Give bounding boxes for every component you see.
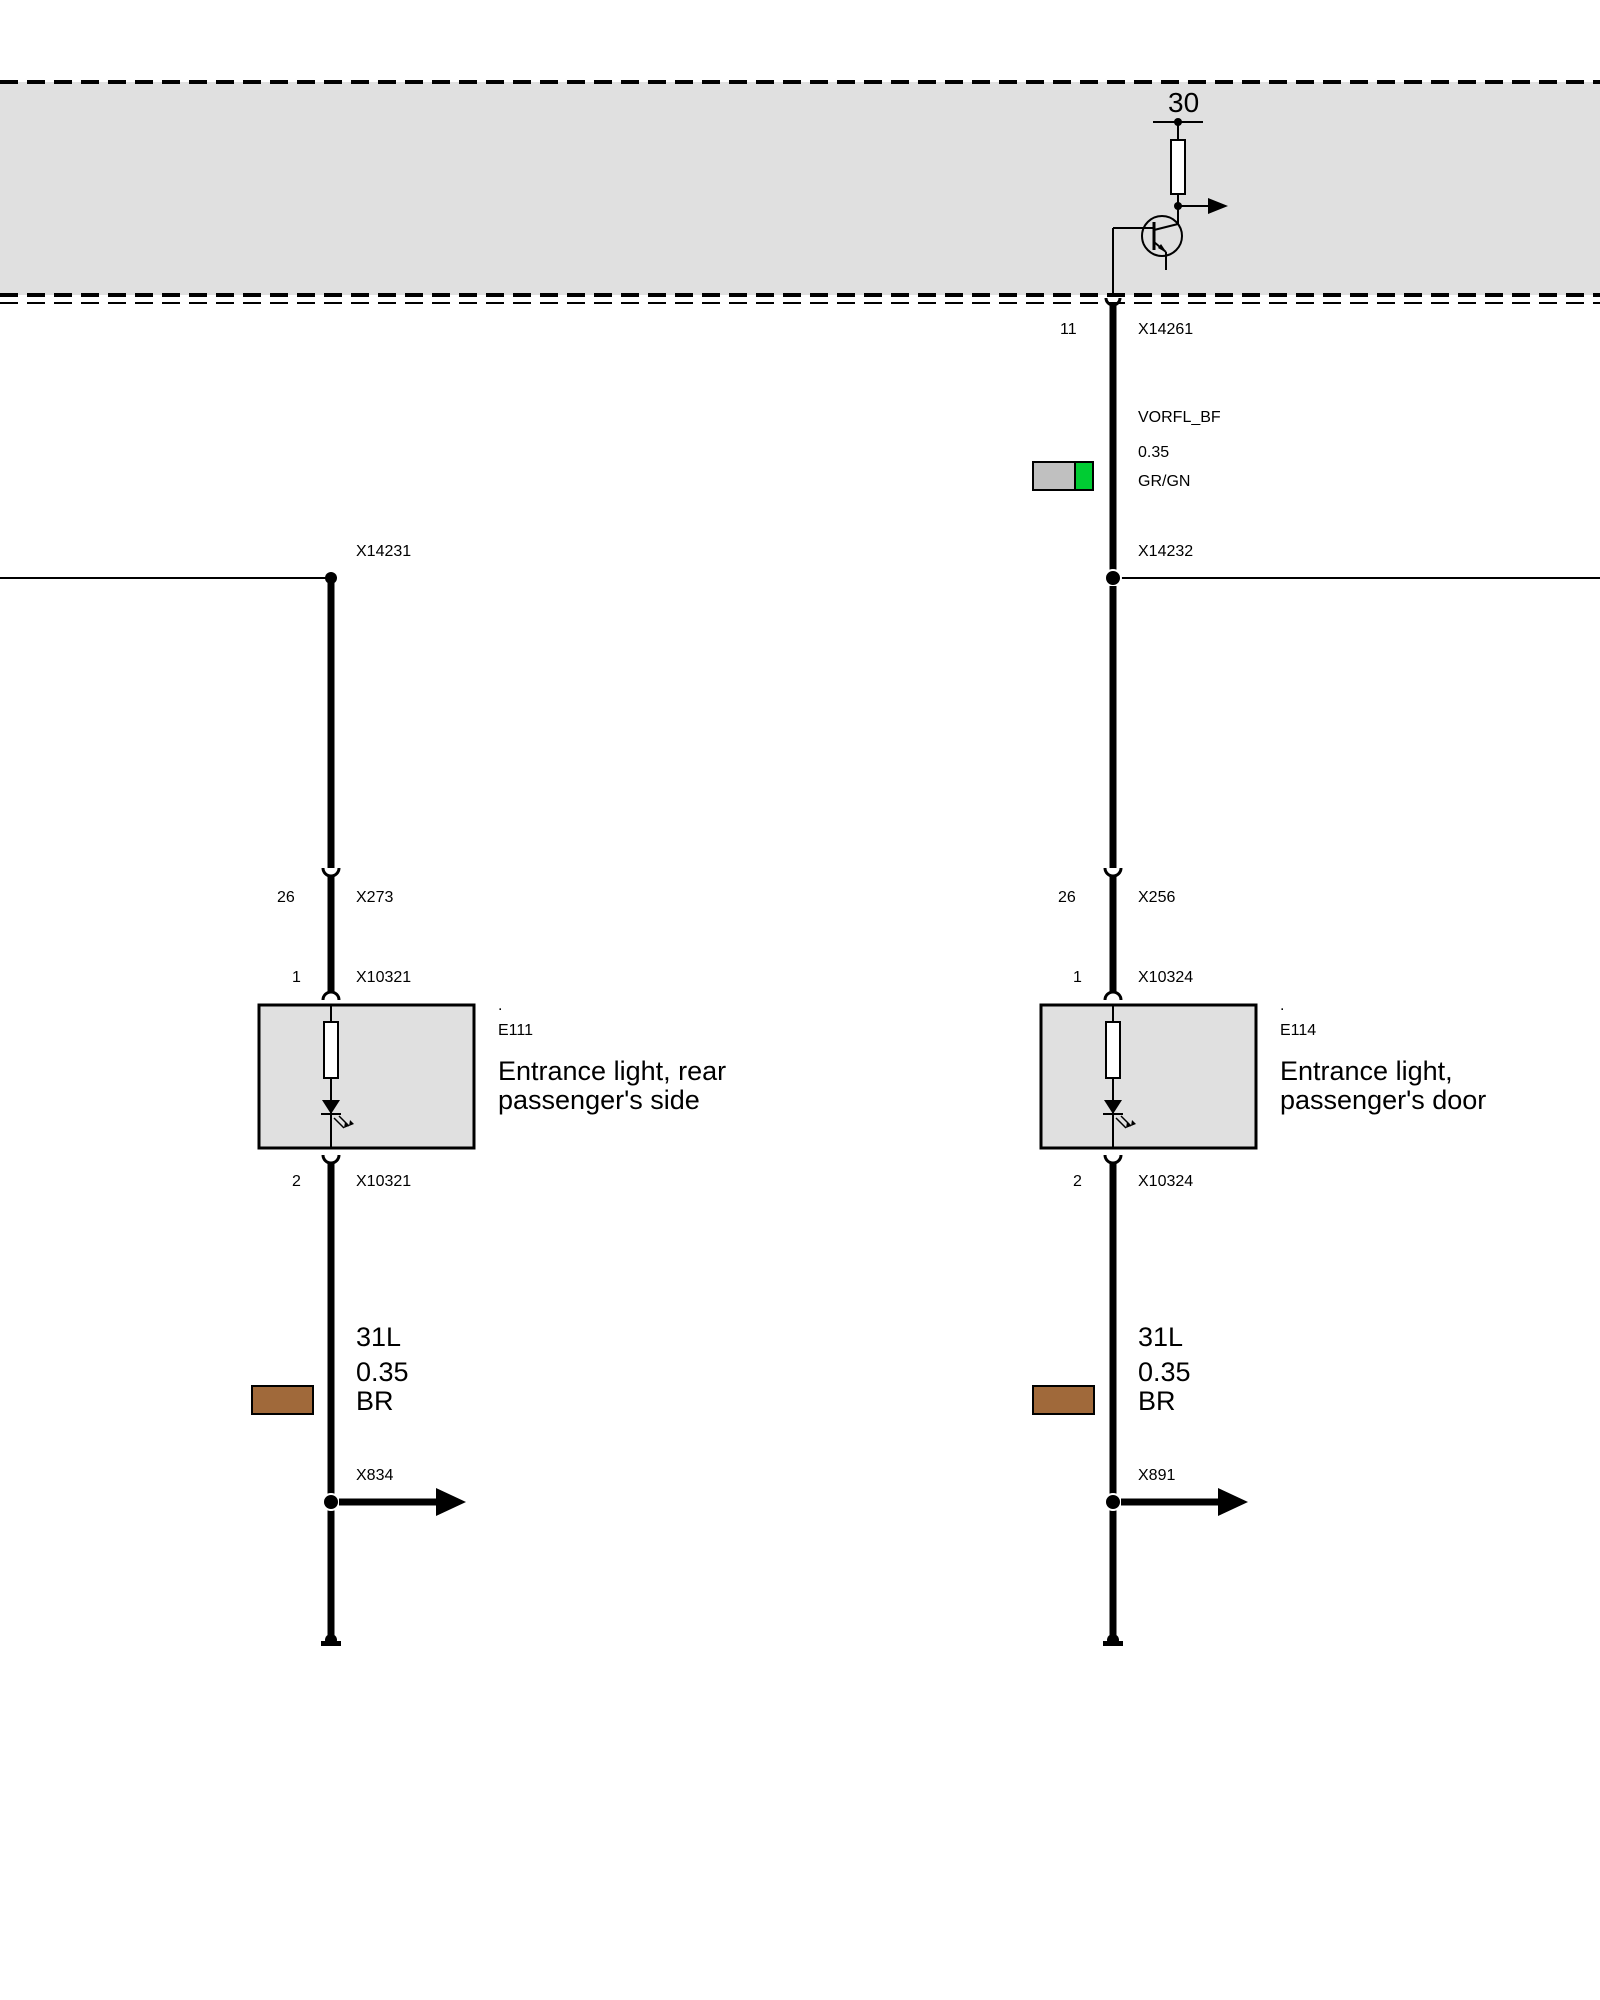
color-br-left-label: BR: [356, 1386, 394, 1416]
component-e114: [1039, 1003, 1258, 1150]
connector-x273-label: X273: [356, 889, 393, 906]
component-e111-name-1: Entrance light, rear: [498, 1056, 726, 1086]
component-e111-box: [257, 1003, 476, 1150]
led-icon: [321, 1100, 354, 1129]
splice-x14232-node: [1104, 569, 1122, 587]
connector-x14261-label: X14261: [1138, 321, 1193, 338]
component-e111-resistor: [323, 1021, 339, 1079]
connector-x273-symbol: [321, 867, 341, 878]
transistor-symbol: [1112, 215, 1183, 295]
pin-26-left-label: 26: [277, 889, 295, 906]
pin-1-left-label: 1: [292, 969, 301, 986]
connector-x256-label: X256: [1138, 889, 1175, 906]
arrow-right-icon: [1218, 1488, 1248, 1516]
branch-e111: X14231 26 X273 1 X10321 . E111 Entrance …: [0, 543, 726, 1646]
component-e114-name-2: passenger's door: [1280, 1085, 1486, 1115]
splice-x891-label: X891: [1138, 1467, 1175, 1484]
component-e114-dot: .: [1280, 997, 1284, 1014]
connector-x10321-in-symbol: [321, 990, 341, 1001]
component-e111-dot: .: [498, 997, 502, 1014]
connector-x10321-in-label: X10321: [356, 969, 411, 986]
signal-31l-left-label: 31L: [356, 1322, 401, 1352]
color-br-right-label: BR: [1138, 1386, 1176, 1416]
pin-2-left-label: 2: [292, 1173, 301, 1190]
splice-x834-node: [322, 1493, 340, 1511]
signal-31l-right-label: 31L: [1138, 1322, 1183, 1352]
pin-1-right-label: 1: [1073, 969, 1082, 986]
wire-color-swatch-gr-gn: [1032, 461, 1094, 491]
module-area: [0, 82, 1600, 295]
pin-2-right-label: 2: [1073, 1173, 1082, 1190]
splice-x14231-label: X14231: [356, 543, 411, 560]
component-e111: [257, 1003, 476, 1150]
component-e111-id: E111: [498, 1022, 533, 1039]
component-e114-box: [1039, 1003, 1258, 1150]
connector-x10324-out-label: X10324: [1138, 1173, 1193, 1190]
component-e111-name-2: passenger's side: [498, 1085, 700, 1115]
splice-x891-node: [1104, 1493, 1122, 1511]
wire-vorfl-bf: 11 X14261 VORFL_BF 0.35 GR/GN: [1032, 297, 1221, 578]
pin-26-right-label: 26: [1058, 889, 1076, 906]
splice-x834-label: X834: [356, 1467, 393, 1484]
wire-color-swatch-br-right: [1032, 1385, 1095, 1415]
connector-x14261-symbol: [1104, 297, 1122, 307]
module-resistor: [1170, 139, 1186, 195]
ground-terminal-left: [321, 1634, 341, 1646]
wire-color-swatch-br-left: [251, 1385, 314, 1415]
component-e114-resistor: [1105, 1021, 1121, 1079]
arrow-right-icon: [436, 1488, 466, 1516]
signal-vorfl-bf-label: VORFL_BF: [1138, 409, 1221, 426]
pin-11-label: 11: [1060, 321, 1077, 338]
splice-x14232-label: X14232: [1138, 543, 1193, 560]
connector-x10324-in-symbol: [1103, 990, 1123, 1001]
connector-x256-symbol: [1103, 867, 1123, 878]
color-code-top-label: GR/GN: [1138, 473, 1190, 490]
gauge-left-label: 0.35: [356, 1357, 409, 1387]
connector-x10321-out-label: X10321: [356, 1173, 411, 1190]
led-icon: [1103, 1100, 1136, 1129]
control-module: 30: [0, 80, 1600, 304]
component-e114-id: E114: [1280, 1022, 1316, 1039]
connector-x10324-in-label: X10324: [1138, 969, 1193, 986]
component-e114-name-1: Entrance light,: [1280, 1056, 1453, 1086]
branch-e114: X14232 26 X256 1 X10324 . E114 Entrance …: [1032, 543, 1600, 1646]
gauge-top-label: 0.35: [1138, 444, 1169, 461]
terminal-30-label: 30: [1168, 87, 1199, 118]
connector-x10321-out-symbol: [321, 1154, 341, 1165]
gauge-right-label: 0.35: [1138, 1357, 1191, 1387]
module-output-arrow: [1208, 198, 1228, 214]
ground-terminal-right: [1103, 1634, 1123, 1646]
connector-x10324-out-symbol: [1103, 1154, 1123, 1165]
